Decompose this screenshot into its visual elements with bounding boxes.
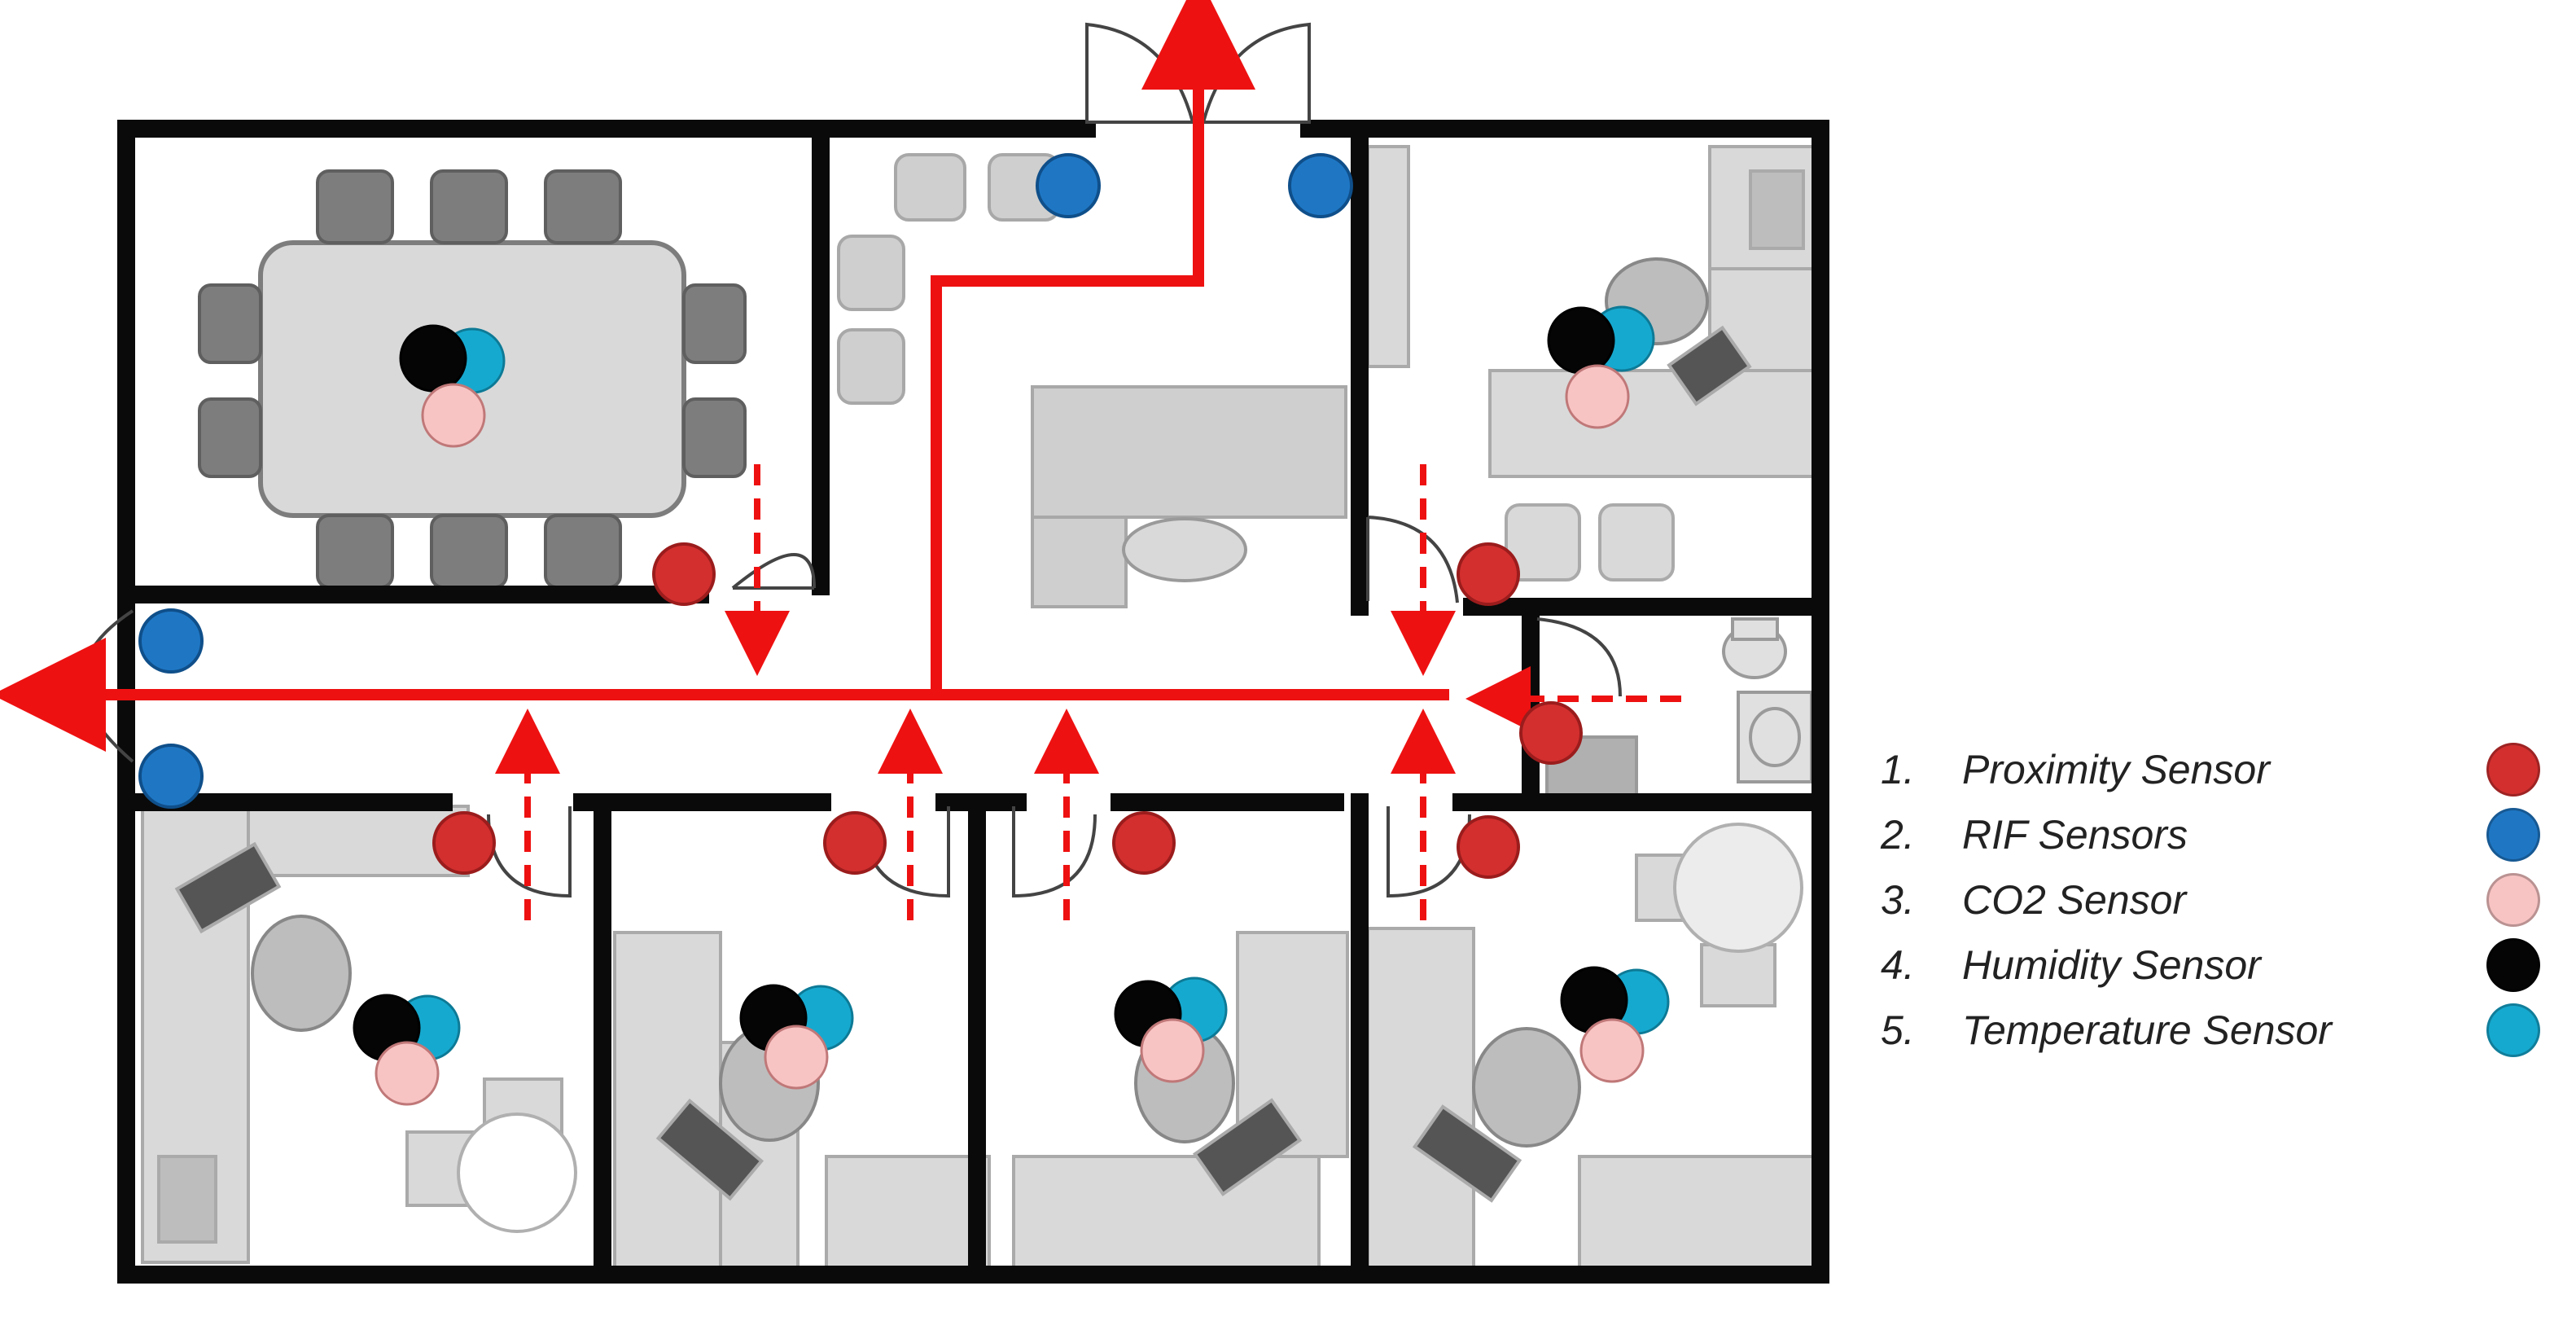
main-door-left-leaf xyxy=(1085,22,1195,124)
walls xyxy=(117,120,1829,1284)
humidity-sensor-icon xyxy=(2486,938,2540,992)
legend-label: CO2 Sensor xyxy=(1962,877,2187,923)
main-door-right-leaf xyxy=(1201,22,1311,124)
co2-sensor-icon xyxy=(2486,873,2540,927)
sensor-legend: 1. Proximity Sensor 2. RIF Sensors 3. CO… xyxy=(1881,737,2548,1063)
sensor-cluster-conference xyxy=(399,324,506,448)
conference-door xyxy=(731,553,816,590)
restroom-door xyxy=(1536,617,1622,697)
top-right-office-door xyxy=(1366,516,1459,603)
sensor-cluster-top-right-office xyxy=(1547,305,1655,429)
legend-label: Proximity Sensor xyxy=(1962,747,2270,792)
proximity-sensor xyxy=(1457,542,1520,606)
rif-sensor xyxy=(1288,153,1353,218)
legend-number: 1. xyxy=(1881,747,1915,792)
legend-item-co2: 3. CO2 Sensor xyxy=(1881,867,2548,933)
proximity-sensor xyxy=(823,811,887,875)
co2-sensor xyxy=(1565,364,1630,429)
proximity-sensors xyxy=(432,542,1583,879)
proximity-sensor xyxy=(1519,701,1583,765)
legend-item-rif: 2. RIF Sensors xyxy=(1881,802,2548,867)
bottom-right-office-furniture xyxy=(1366,823,1821,1280)
co2-sensor xyxy=(1140,1018,1205,1083)
co2-sensor xyxy=(375,1041,440,1106)
conference-chairs xyxy=(198,169,747,589)
rif-sensor-icon xyxy=(2486,808,2540,862)
sensor-cluster-bottom-left-office xyxy=(353,994,461,1106)
rif-sensor xyxy=(1036,153,1101,218)
legend-number: 5. xyxy=(1881,1007,1915,1053)
legend-item-proximity: 1. Proximity Sensor xyxy=(1881,737,2548,802)
rif-sensors xyxy=(138,153,1353,809)
proximity-sensor xyxy=(432,811,496,875)
legend-label: RIF Sensors xyxy=(1962,812,2188,858)
proximity-sensor-icon xyxy=(2486,743,2540,797)
bottom-left-office-furniture xyxy=(141,805,577,1264)
legend-label: Temperature Sensor xyxy=(1962,1007,2332,1053)
co2-sensor xyxy=(421,383,486,448)
bottom-office-3-door xyxy=(1012,806,1097,898)
proximity-sensor xyxy=(652,542,716,606)
legend-item-humidity: 4. Humidity Sensor xyxy=(1881,933,2548,998)
legend-number: 3. xyxy=(1881,877,1915,923)
sensor-cluster-bottom-office-2 xyxy=(739,984,854,1090)
rif-sensor xyxy=(138,744,204,809)
evacuation-route-dashed xyxy=(495,464,1681,920)
legend-item-temperature: 5. Temperature Sensor xyxy=(1881,998,2548,1063)
legend-label: Humidity Sensor xyxy=(1962,942,2261,988)
co2-sensor xyxy=(1579,1018,1645,1083)
rif-sensor xyxy=(138,608,204,674)
temperature-sensor-icon xyxy=(2486,1003,2540,1057)
legend-number: 4. xyxy=(1881,942,1915,988)
furniture xyxy=(141,145,1825,1280)
top-right-office-furniture xyxy=(1366,145,1825,582)
proximity-sensor xyxy=(1112,811,1176,875)
lobby-chairs xyxy=(837,153,1060,405)
proximity-sensor xyxy=(1457,815,1520,879)
sensor-cluster-bottom-office-3 xyxy=(1114,976,1228,1083)
evacuation-route-solid xyxy=(0,0,1449,752)
humidity-sensor xyxy=(399,324,467,393)
reception-desk xyxy=(1031,385,1347,608)
restroom-fixtures xyxy=(1545,617,1813,800)
legend-number: 2. xyxy=(1881,812,1915,858)
sensor-cluster-bottom-right-office xyxy=(1560,966,1670,1083)
humidity-sensor xyxy=(1547,306,1615,375)
bottom-office-2-furniture xyxy=(613,931,991,1276)
co2-sensor xyxy=(764,1025,829,1090)
